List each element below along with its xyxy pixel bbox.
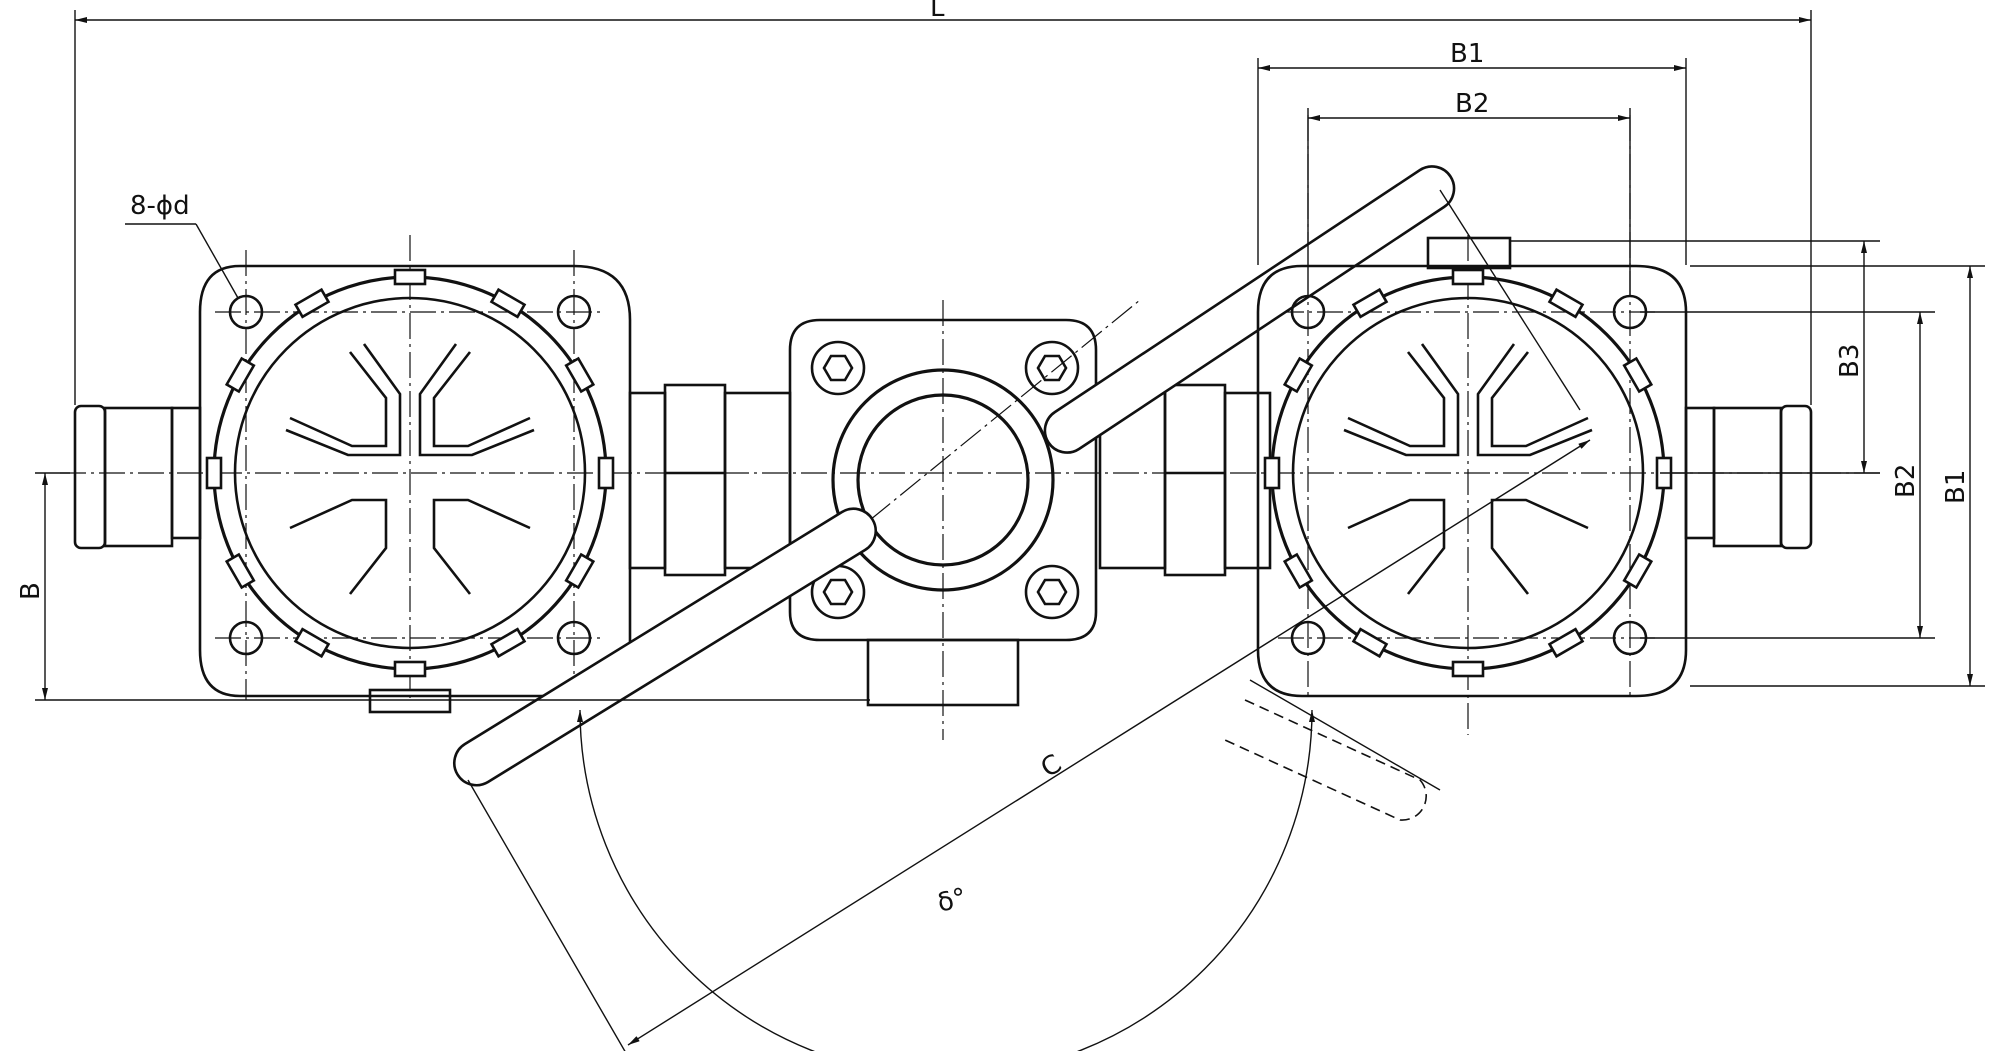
label-B3: B3 xyxy=(1835,344,1865,378)
bolt-hole xyxy=(556,294,592,330)
label-B1-right: B1 xyxy=(1941,470,1971,504)
centerlines xyxy=(60,115,1880,740)
bolt-hole xyxy=(228,620,264,656)
label-B2-right: B2 xyxy=(1891,464,1921,498)
pipe-couplings xyxy=(628,383,1272,577)
left-gear-teeth xyxy=(205,268,615,678)
handle-alternate-position xyxy=(1224,699,1427,821)
label-delta: δ° xyxy=(934,883,969,919)
label-B: B xyxy=(16,582,46,600)
right-valve-unit xyxy=(1256,236,1813,698)
label-bolt-holes: 8-ϕd xyxy=(130,191,190,221)
label-B2-top: B2 xyxy=(1455,89,1489,119)
dimension-lines xyxy=(35,10,1985,1051)
label-B1-top: B1 xyxy=(1450,39,1484,69)
label-L: L xyxy=(930,0,945,23)
label-C: C xyxy=(1036,749,1067,784)
bolt-hole xyxy=(556,620,592,656)
bolt-hole xyxy=(228,294,264,330)
left-vane-pattern xyxy=(285,343,535,595)
dimension-labels: L B1 B2 B3 B2 B1 B C δ° 8-ϕd xyxy=(16,0,1971,919)
left-valve-unit xyxy=(73,264,632,714)
